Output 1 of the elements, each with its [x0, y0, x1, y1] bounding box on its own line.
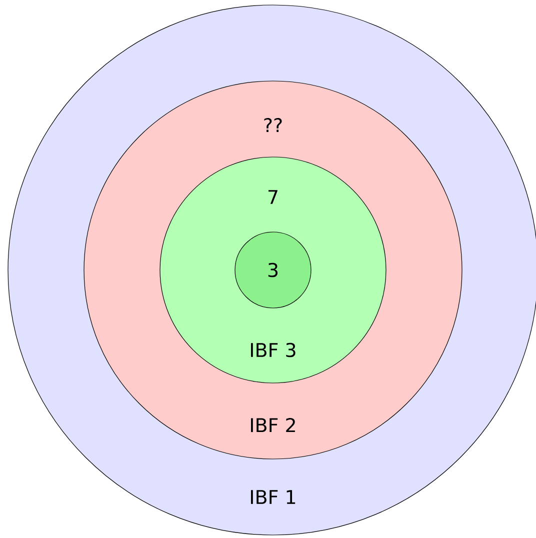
circle-region: 3: [234, 232, 312, 308]
